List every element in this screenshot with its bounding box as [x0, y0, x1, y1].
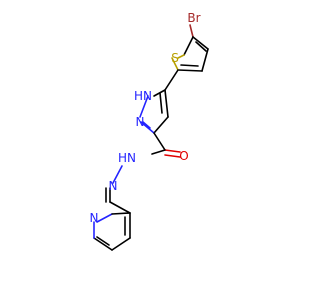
bond-thiophene-c-c-1 — [192, 36, 209, 50]
bond-thiophene-pyrazole — [164, 69, 179, 91]
bond-thiophene-c-c-3-double — [180, 64, 199, 67]
bond-br-c — [189, 24, 194, 38]
bond-pyrazole-nh-n — [139, 95, 149, 118]
bond-pyridine-5 — [96, 213, 113, 223]
bond-carbonyl-nh — [151, 149, 166, 155]
bond-ch-pyridine — [109, 201, 131, 214]
atom-nh-hydrazide: HN — [118, 151, 136, 165]
atom-s: S — [171, 51, 179, 65]
bond-thiophene-c-c-3 — [177, 69, 203, 72]
bond-pyridine-2 — [111, 237, 131, 251]
molecule-canvas: Br S HN N O HN N N — [90, 11, 209, 251]
pyrazole-ring — [139, 89, 169, 134]
bond-thiophene-s-c-2 — [171, 57, 179, 71]
molecule-structure: Br S HN N O HN N N — [90, 11, 209, 251]
bond-pyrazole-carbonyl — [153, 132, 166, 151]
pyridine-ring — [93, 212, 131, 251]
bond-pyridine-3 — [93, 237, 113, 251]
bond-pyridine-3-double — [96, 236, 110, 246]
bond-nh-n — [112, 165, 123, 184]
atom-n-pyridine: N — [90, 211, 99, 225]
bond-pyrazole-c-n — [140, 121, 155, 134]
bond-pyrazole-c-n-double — [142, 121, 151, 129]
atom-n-pyrazole: N — [136, 115, 145, 129]
bond-pyrazole-c-c — [164, 89, 169, 118]
atom-br: Br — [187, 11, 200, 25]
bond-thiophene-c-s — [183, 36, 194, 56]
atom-n-imine: N — [109, 179, 118, 193]
bond-thiophene-s-c — [177, 54, 185, 59]
atom-o: O — [179, 149, 188, 163]
bond-thiophene-c-c-2 — [201, 48, 209, 72]
bond-thiophene-c-c-1-double — [195, 41, 207, 52]
bond-carbonyl-o-double — [164, 154, 181, 158]
bond-carbonyl-o — [164, 149, 181, 153]
atom-nh-pyrazole: HN — [134, 89, 152, 103]
thiophene-ring — [171, 24, 209, 72]
bond-pyridine-6 — [111, 212, 131, 215]
bond-pyrazole-c-c-2 — [153, 116, 169, 134]
bond-pyrazole-c-c-double — [159, 92, 163, 114]
